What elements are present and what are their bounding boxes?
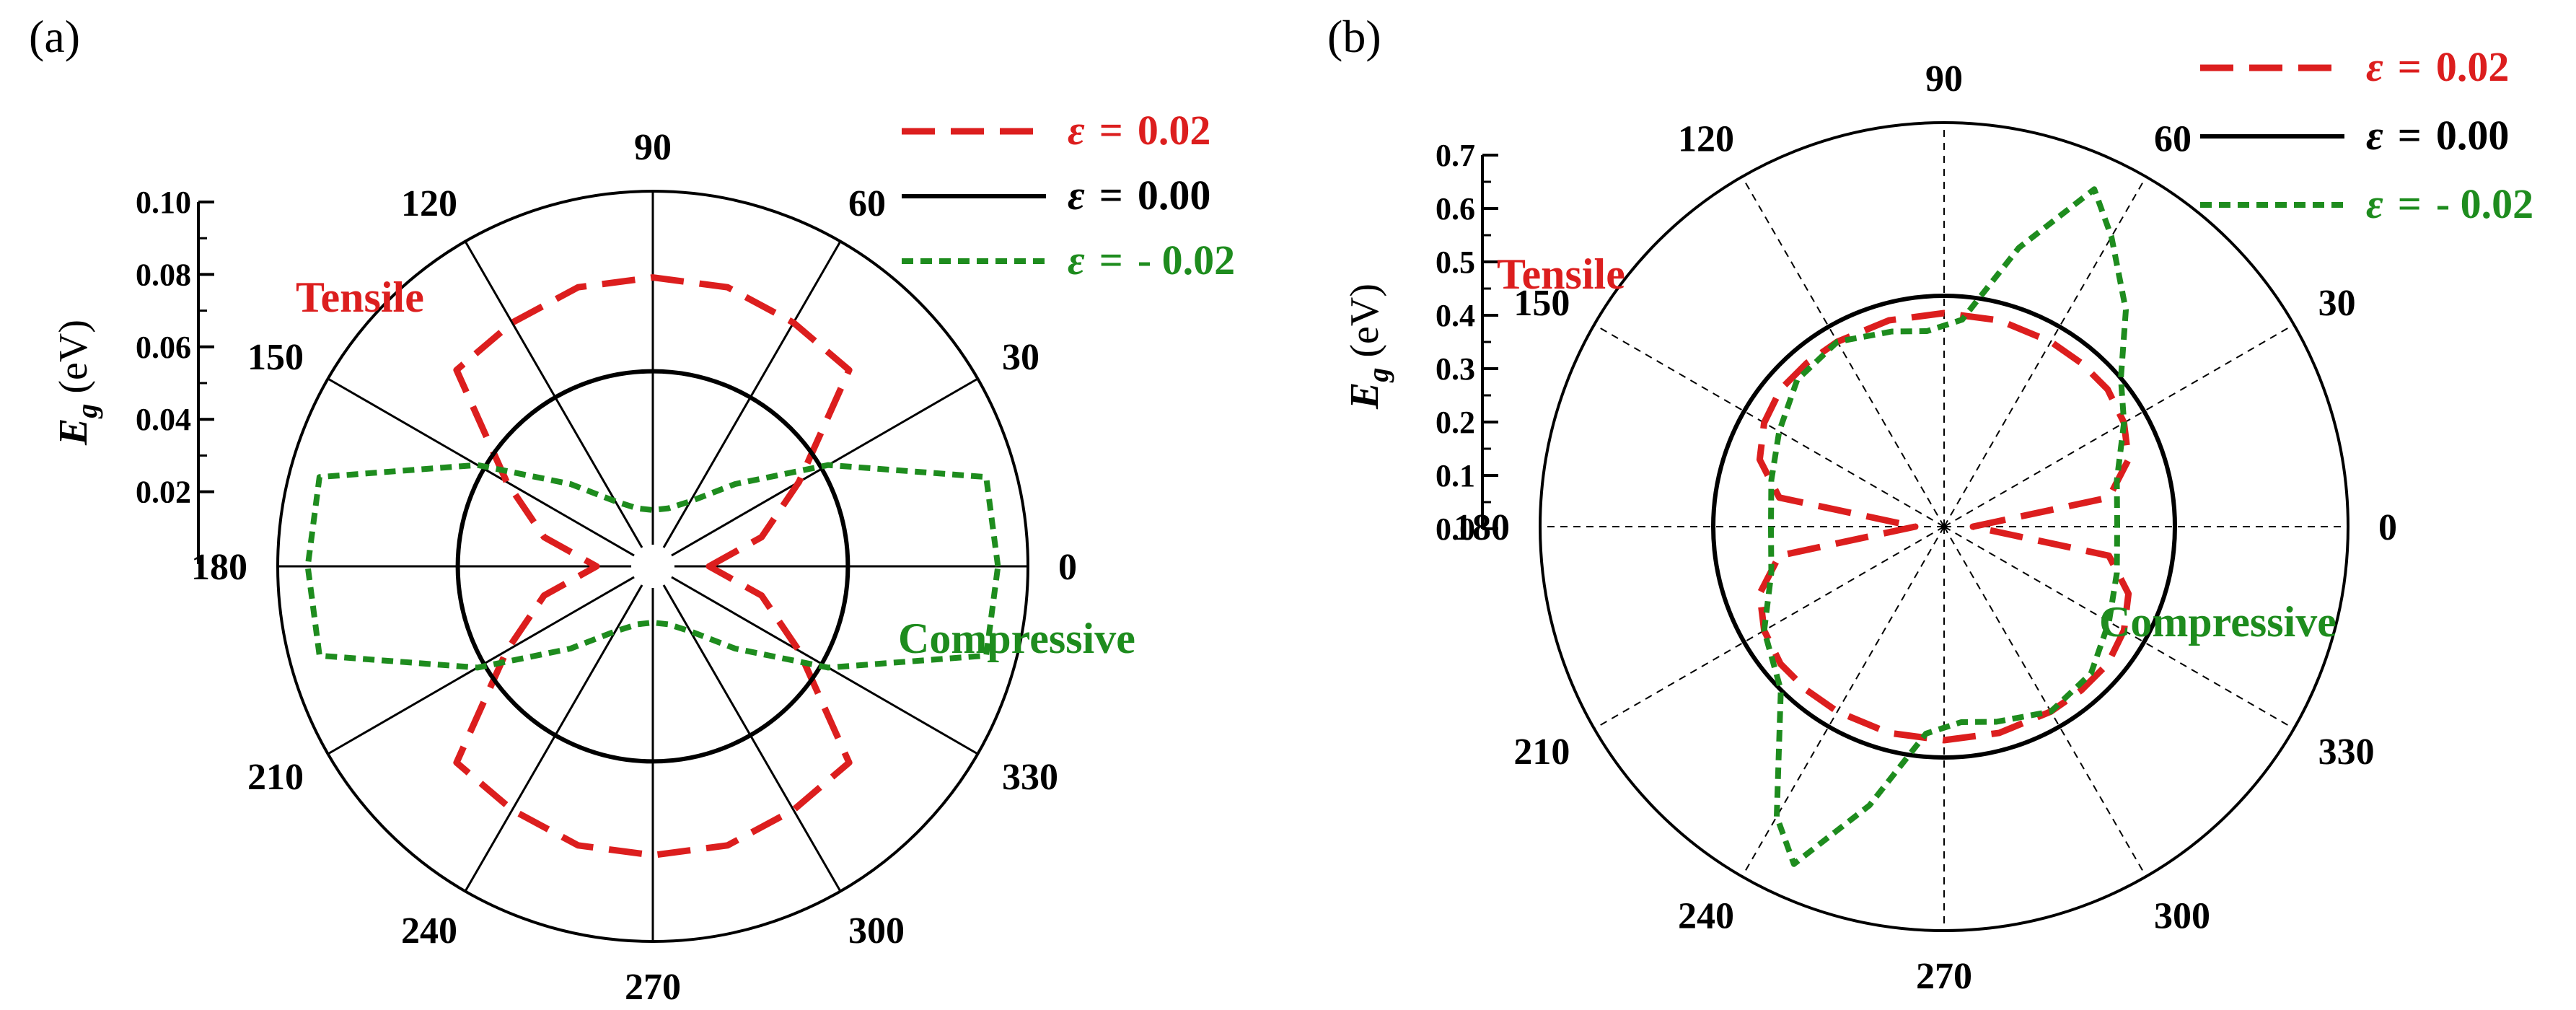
polar-spoke-30 bbox=[1943, 324, 2295, 527]
series-line-0 bbox=[453, 274, 853, 858]
panel-b-label: (b) bbox=[1327, 11, 1381, 62]
radial-axis-title: Eg(eV) bbox=[51, 320, 103, 446]
legend-label-0: ε=0.02 bbox=[1068, 107, 1210, 154]
radial-tick-label-6: 0.6 bbox=[1436, 191, 1475, 227]
radial-axis-title: Eg(eV) bbox=[1342, 284, 1394, 410]
angle-label-90: 90 bbox=[634, 127, 672, 168]
polar-center-mask bbox=[631, 545, 674, 588]
polar-spoke-210 bbox=[1593, 526, 1945, 729]
angle-label-150: 150 bbox=[1513, 283, 1570, 324]
panel-a-tensile-annotation: Tensile bbox=[296, 273, 424, 321]
polar-spoke-30 bbox=[652, 377, 979, 568]
polar-spoke-240 bbox=[1741, 526, 1945, 877]
radial-tick-label-2: 0.2 bbox=[1436, 405, 1475, 440]
angle-label-150: 150 bbox=[247, 337, 304, 378]
legend-label-1: ε=0.00 bbox=[2366, 112, 2509, 159]
angle-label-330: 330 bbox=[1002, 757, 1058, 798]
legend-label-2: ε=- 0.02 bbox=[2366, 180, 2533, 227]
angle-label-270: 270 bbox=[1916, 956, 1972, 997]
polar-spoke-300 bbox=[651, 566, 842, 892]
angle-label-30: 30 bbox=[2318, 283, 2356, 324]
angle-label-30: 30 bbox=[1002, 337, 1039, 378]
angle-label-120: 120 bbox=[1678, 118, 1734, 159]
polar-spoke-210 bbox=[327, 565, 654, 755]
angle-label-270: 270 bbox=[625, 967, 681, 1008]
radial-tick-label-1: 0.04 bbox=[136, 402, 191, 437]
angle-label-240: 240 bbox=[1678, 896, 1734, 937]
polar-spoke-60 bbox=[1943, 176, 2147, 527]
angle-label-300: 300 bbox=[2154, 896, 2210, 937]
angle-label-210: 210 bbox=[247, 757, 304, 798]
polar-spoke-150 bbox=[1593, 324, 1945, 527]
polar-spoke-240 bbox=[464, 566, 654, 892]
radial-tick-label-0: 0.02 bbox=[136, 475, 191, 510]
polar-spoke-120 bbox=[1741, 176, 1945, 527]
panel-a-compressive-annotation: Compressive bbox=[898, 615, 1135, 662]
radial-tick-label-3: 0.08 bbox=[136, 257, 191, 292]
polar-spoke-330 bbox=[1943, 526, 2295, 729]
radial-tick-label-3: 0.3 bbox=[1436, 351, 1475, 387]
angle-label-300: 300 bbox=[848, 910, 905, 952]
panel-b-series bbox=[1711, 186, 2177, 867]
polar-spoke-60 bbox=[651, 240, 842, 567]
panel-a-series bbox=[304, 274, 1001, 858]
angle-label-210: 210 bbox=[1513, 732, 1570, 773]
radial-tick-label-1: 0.1 bbox=[1436, 458, 1475, 493]
radial-tick-label-4: 0.10 bbox=[136, 185, 191, 220]
panel-b-radial-axis: 0.0 0.1 0.2 0.3 0.4 0.5 0.6 0.7Eg(eV) bbox=[1342, 138, 1498, 547]
panel-a-grid bbox=[276, 190, 1029, 943]
radial-tick-label-7: 0.7 bbox=[1436, 138, 1475, 173]
radial-tick-label-5: 0.5 bbox=[1436, 245, 1475, 280]
angle-label-330: 330 bbox=[2318, 732, 2375, 773]
angle-label-240: 240 bbox=[401, 910, 457, 952]
angle-label-90: 90 bbox=[1925, 58, 1963, 100]
legend-label-2: ε=- 0.02 bbox=[1068, 237, 1235, 284]
panel-a-polar-chart: (a) 0 30 60 90 120 150 180 210 240 270 300 330 0.02… bbox=[29, 11, 1235, 1008]
panel-b-grid bbox=[1539, 121, 2349, 932]
panel-a-angle-labels: 0 30 60 90 120 150 180 210 240 270 300 330 bbox=[191, 127, 1077, 1008]
polar-spoke-300 bbox=[1943, 526, 2147, 877]
panel-a-label: (a) bbox=[29, 11, 80, 62]
angle-label-120: 120 bbox=[401, 183, 457, 224]
polar-spoke-150 bbox=[327, 377, 654, 568]
panel-a-legend: ε=0.02 ε=0.00 ε=- 0.02 bbox=[902, 107, 1235, 284]
legend-label-0: ε=0.02 bbox=[2366, 43, 2509, 90]
series-line-1 bbox=[1711, 294, 2177, 760]
series-line-0 bbox=[1756, 309, 2132, 744]
legend-label-1: ε=0.00 bbox=[1068, 172, 1210, 219]
angle-label-0: 0 bbox=[2378, 507, 2397, 548]
angle-label-180: 180 bbox=[191, 547, 247, 588]
angle-label-60: 60 bbox=[2154, 118, 2192, 159]
angle-label-0: 0 bbox=[1058, 547, 1077, 588]
radial-tick-label-2: 0.06 bbox=[136, 330, 191, 365]
polar-spoke-120 bbox=[464, 240, 654, 567]
polar-spoke-330 bbox=[652, 565, 979, 755]
panel-b-tensile-annotation: Tensile bbox=[1497, 250, 1625, 298]
panel-b-compressive-annotation: Compressive bbox=[2099, 598, 2337, 646]
radial-tick-label-4: 0.4 bbox=[1436, 298, 1475, 333]
panel-b-legend: ε=0.02 ε=0.00 ε=- 0.02 bbox=[2200, 43, 2533, 227]
radial-tick-label-0: 0.0 bbox=[1436, 511, 1475, 547]
series-line-1 bbox=[455, 369, 850, 764]
angle-label-60: 60 bbox=[848, 183, 886, 224]
